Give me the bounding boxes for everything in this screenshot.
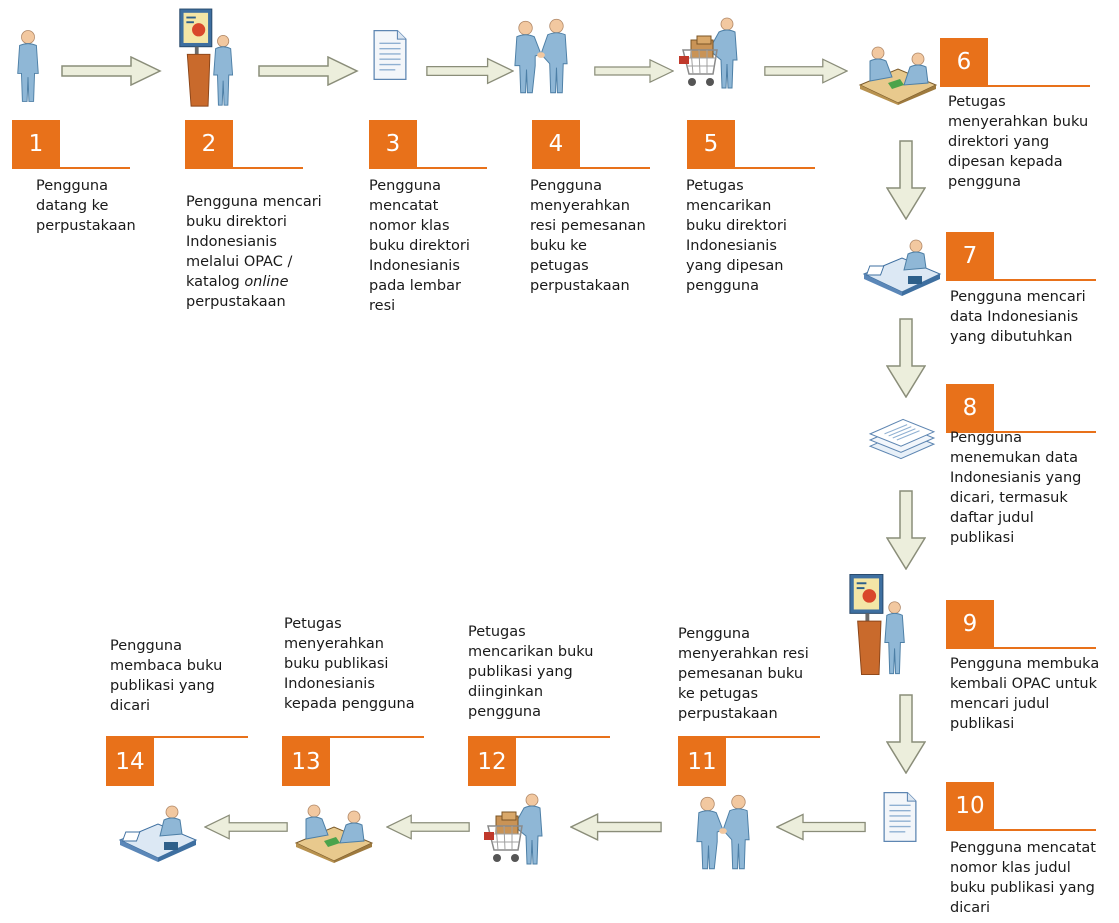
step-underline [940, 85, 1090, 87]
step-description-12: Petugas mencarikan buku publikasi yang d… [468, 624, 594, 720]
arrow-left [386, 812, 470, 842]
person-at-kiosk-icon [176, 6, 242, 112]
desk-handover-icon [294, 802, 374, 864]
arrow-down [886, 318, 926, 398]
step-underline [369, 167, 487, 169]
step-number-5: 5 [687, 120, 735, 168]
arrow-right [764, 56, 848, 86]
step-number-8: 8 [946, 384, 994, 432]
arrow-down [886, 490, 926, 570]
person-at-desk-icon [118, 804, 198, 864]
step-description-2: Pengguna mencari buku direktori Indonesi… [186, 172, 322, 312]
step-underline [946, 431, 1096, 433]
arrow-down [886, 694, 926, 774]
arrow-right [58, 56, 164, 86]
step-number-2: 2 [185, 120, 233, 168]
arrow-right [256, 56, 360, 86]
arrow-left [776, 812, 866, 842]
step-description-6: Petugas menyerahkan buku direktori yang … [948, 94, 1089, 190]
step-underline [185, 167, 303, 169]
step-number-12: 12 [468, 738, 516, 786]
step-description-8: Pengguna menemukan data Indonesianis yan… [950, 430, 1082, 546]
step-description-2-text: Pengguna mencari buku direktori Indonesi… [186, 194, 322, 310]
person-standing-icon [14, 28, 42, 104]
step-description-4: Pengguna menyerahkan resi pemesanan buku… [530, 178, 646, 294]
step-underline [12, 167, 130, 169]
step-number-9: 9 [946, 600, 994, 648]
arrow-left [570, 812, 662, 842]
arrow-right [594, 56, 674, 86]
step-description-5: Petugas mencarikan buku direktori Indone… [686, 178, 787, 294]
step-description-9: Pengguna membuka kembali OPAC untuk menc… [950, 656, 1100, 732]
step-number-7: 7 [946, 232, 994, 280]
person-at-kiosk-icon [846, 572, 914, 680]
italic-word: online [244, 274, 289, 290]
document-icon [882, 790, 918, 844]
handshake-icon [512, 16, 570, 96]
step-description-10: Pengguna mencatat nomor klas judul buku … [950, 840, 1096, 916]
step-underline [946, 647, 1096, 649]
shopping-cart-icon [677, 16, 747, 96]
step-description-7: Pengguna mencari data Indonesianis yang … [950, 289, 1086, 345]
step-underline [946, 279, 1096, 281]
step-number-3: 3 [369, 120, 417, 168]
step-underline [687, 167, 815, 169]
step-number-14: 14 [106, 738, 154, 786]
document-icon [372, 28, 408, 82]
arrow-right [426, 56, 514, 86]
step-number-6: 6 [940, 38, 988, 86]
step-description-3: Pengguna mencatat nomor klas buku direkt… [369, 178, 470, 314]
step-number-11: 11 [678, 738, 726, 786]
step-underline [946, 829, 1096, 831]
step-underline [532, 167, 650, 169]
desk-handover-icon [858, 44, 938, 106]
step-number-4: 4 [532, 120, 580, 168]
document-stack-icon [866, 412, 938, 466]
step-description-1: Pengguna datang ke perpustakaan [36, 178, 136, 234]
step-description-14: Pengguna membaca buku publikasi yang dic… [110, 638, 223, 714]
step-number-10: 10 [946, 782, 994, 830]
person-at-desk-icon [862, 238, 942, 298]
step-underline [106, 736, 248, 738]
shopping-cart-icon [482, 792, 552, 872]
step-description-11: Pengguna menyerahkan resi pemesanan buku… [678, 626, 809, 722]
arrow-down [886, 140, 926, 220]
step-description-13: Petugas menyerahkan buku publikasi Indon… [284, 616, 415, 712]
step-number-13: 13 [282, 738, 330, 786]
step-underline [678, 736, 820, 738]
step-number-1: 1 [12, 120, 60, 168]
handshake-icon [694, 792, 752, 872]
arrow-left [204, 812, 288, 842]
step-underline [282, 736, 424, 738]
step-underline [468, 736, 610, 738]
